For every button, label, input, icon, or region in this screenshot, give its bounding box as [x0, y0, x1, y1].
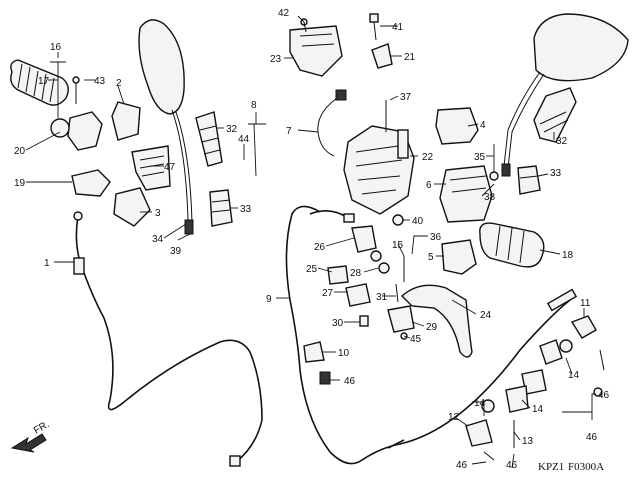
- callout: 37: [400, 92, 412, 103]
- callout: 10: [338, 348, 350, 359]
- callout: 32: [226, 124, 238, 135]
- callout: 36: [430, 232, 442, 243]
- callout: 11: [580, 298, 591, 309]
- front-direction-arrow: FR.: [10, 419, 51, 453]
- switch-6: [439, 165, 493, 223]
- clamp-5: [441, 239, 477, 275]
- callout: 14: [568, 370, 580, 381]
- callout: 39: [170, 246, 182, 257]
- callout: 14: [474, 398, 486, 409]
- callout: 46: [598, 390, 610, 401]
- callout: 8: [251, 100, 257, 111]
- callout: 25: [306, 264, 318, 275]
- dust-boot-32-left: [195, 111, 223, 167]
- callout: 41: [392, 22, 404, 33]
- callout: 9: [266, 294, 272, 305]
- callout: 38: [484, 192, 496, 203]
- choke-lever-assembly: [113, 145, 171, 227]
- callout: 7: [286, 126, 292, 137]
- callout: 46: [586, 432, 598, 443]
- callout: 1: [44, 258, 50, 269]
- left-grip: [10, 59, 69, 106]
- right-mirror: [501, 13, 629, 177]
- callout: 47: [164, 162, 176, 173]
- brake-lever: [400, 284, 473, 358]
- callout: 20: [14, 146, 26, 157]
- callout: 33: [240, 204, 252, 215]
- switch-4: [435, 107, 479, 145]
- callout: 46: [456, 460, 468, 471]
- callout: 3: [155, 208, 161, 219]
- brake-cable: [387, 288, 578, 449]
- callout: 24: [480, 310, 492, 321]
- callout: 13: [522, 436, 534, 447]
- callout: 46: [506, 460, 518, 471]
- callout: 21: [404, 52, 416, 63]
- callout: 40: [412, 216, 424, 227]
- callout: 16: [50, 42, 62, 53]
- callout: 6: [426, 180, 432, 191]
- callout: 28: [350, 268, 362, 279]
- bolt-43: [72, 76, 80, 104]
- callout: 23: [270, 54, 282, 65]
- callout: 5: [428, 252, 434, 263]
- callout: 45: [410, 334, 422, 345]
- callout: 18: [562, 250, 574, 261]
- clutch-cable: [73, 211, 263, 467]
- callout: 27: [322, 288, 334, 299]
- right-grip: [479, 222, 545, 268]
- callout: 17: [38, 76, 50, 87]
- right-cable-fittings: [465, 315, 605, 461]
- callout: 42: [278, 8, 290, 19]
- callout: 14: [532, 404, 544, 415]
- leader-lines: [25, 15, 596, 469]
- callout: 2: [116, 78, 122, 89]
- callout: 12: [448, 412, 460, 423]
- dust-boot-33-left: [209, 189, 233, 227]
- callout: 43: [94, 76, 106, 87]
- callout: 4: [480, 120, 486, 131]
- screw-41: [369, 13, 379, 41]
- clamp-21: [371, 43, 393, 69]
- switch-housing-22: [343, 100, 415, 215]
- callout: 33: [550, 168, 562, 179]
- callout: 29: [426, 322, 438, 333]
- callout: 44: [238, 134, 250, 145]
- left-switch-housing: [50, 101, 141, 197]
- model-code: KPZ1: [538, 461, 564, 473]
- figure-code: F0300A: [568, 461, 604, 473]
- dust-boot-32-right: [533, 87, 577, 143]
- callout: 46: [344, 376, 356, 387]
- front-marker-label: FR.: [32, 419, 51, 437]
- callout-labels: 1 2 3 4 5 6 7 8 9 10 11 12 13 14 14 14 1…: [14, 8, 610, 471]
- bracket-35: [489, 144, 499, 181]
- callout: 15: [392, 240, 404, 251]
- callout: 31: [376, 292, 388, 303]
- throttle-parts-center: [303, 214, 415, 385]
- callout: 19: [14, 178, 26, 189]
- callout: 26: [314, 242, 326, 253]
- wire-7: [317, 89, 347, 157]
- throttle-cable: [285, 205, 401, 465]
- dust-boot-33-right: [517, 165, 541, 195]
- callout: 35: [474, 152, 486, 163]
- callout: 30: [332, 318, 344, 329]
- left-mirror: [138, 19, 194, 235]
- callout: 22: [422, 152, 434, 163]
- throttle-housing-top: [289, 18, 343, 77]
- callout: 34: [152, 234, 164, 245]
- callout: 32: [556, 136, 568, 147]
